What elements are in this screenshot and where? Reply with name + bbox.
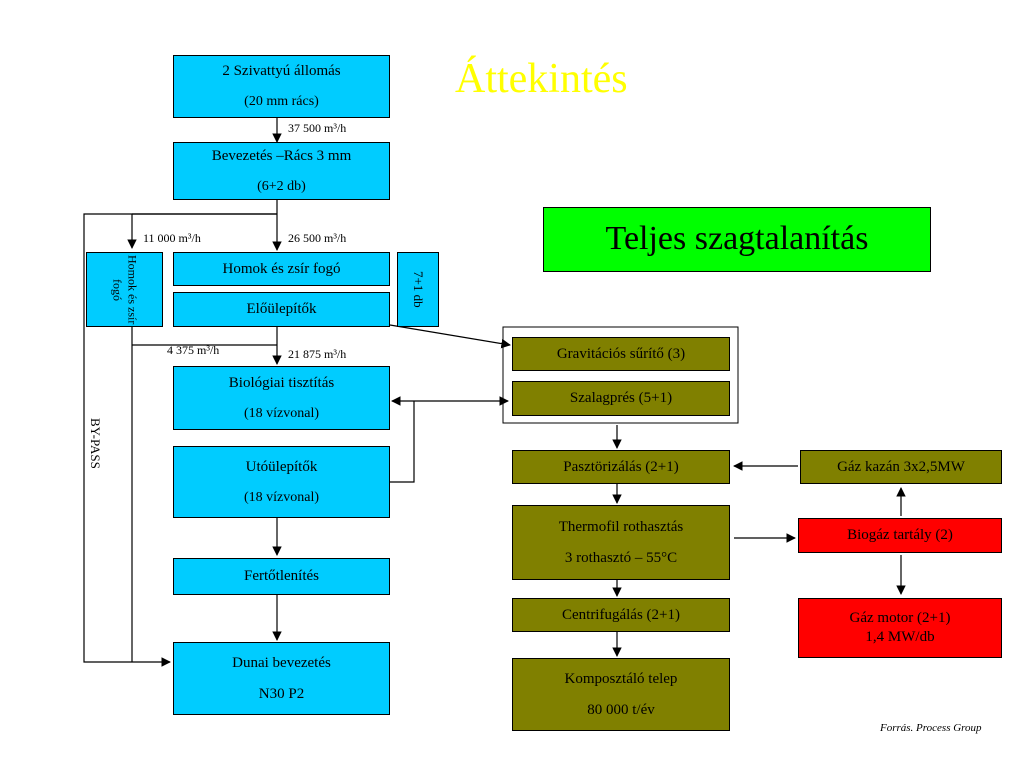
side-grit-trap-box: Homok és zsír fogó [86,252,163,327]
flow-label-side-return: 4 375 m³/h [167,343,220,357]
gravity-thickener-label: Gravitációs sűrítő (3) [556,345,686,362]
belt-press-box: Szalagprés (5+1) [512,381,730,416]
pump-station-label: 2 Szivattyú állomás [222,63,341,80]
thermophilic-digestion-label: Thermofil rothasztás [558,518,684,535]
arrow-to-thickener [389,324,511,349]
flow-label-to-bio: 21 875 m³/h [288,347,347,361]
secondary-settler-label: Utóülepítők [245,458,318,475]
gas-boiler-label: Gáz kazán 3x2,5MW [837,458,965,475]
thickening-group-frame [502,326,739,424]
centrifuge-label: Centrifugálás (2+1) [561,606,680,623]
composting-label: Komposztáló telep [564,670,678,687]
grit-trap-box: Homok és zsír fogó [173,252,390,286]
biogas-tank-box: Biogáz tartály (2) [798,518,1002,553]
danube-outfall-box: Dunai bevezetés N30 P2 [173,642,390,715]
danube-outfall-label: Dunai bevezetés [232,654,331,671]
flow-label-inlet: 37 500 m³/h [288,121,347,135]
secondary-settler-detail: (18 vízvonal) [243,489,320,505]
centrifuge-box: Centrifugálás (2+1) [512,598,730,632]
composting-box: Komposztáló telep 80 000 t/év [512,658,730,731]
source-note: Forrás. Process Group [880,722,982,734]
disinfection-label: Fertőtlenítés [244,568,319,585]
gas-engine-detail: 1,4 MW/db [865,629,935,645]
page-title: Áttekintés [455,56,628,102]
secondary-settler-box: Utóülepítők (18 vízvonal) [173,446,390,518]
biological-treatment-box: Biológiai tisztítás (18 vízvonal) [173,366,390,430]
pasteurization-label: Pasztörizálás (2+1) [563,458,679,475]
danube-outfall-detail: N30 P2 [258,685,305,702]
intake-screen-box: Bevezetés –Rács 3 mm (6+2 db) [173,142,390,200]
flow-label-main-branch: 26 500 m³/h [288,231,347,245]
grit-trap-label: Homok és zsír fogó [222,260,341,277]
pasteurization-box: Pasztörizálás (2+1) [512,450,730,484]
gas-boiler-box: Gáz kazán 3x2,5MW [800,450,1002,484]
side-grit-trap-label: Homok és zsír fogó [110,254,140,325]
biogas-tank-label: Biogáz tartály (2) [847,527,953,544]
bypass-label: BY-PASS [88,418,103,469]
primary-settler-box: Előülepítők [173,292,390,327]
flow-label-bypass-branch: 11 000 m³/h [143,231,201,245]
grit-trap-count-label: 7+1 db [411,271,427,308]
grit-trap-count-box: 7+1 db [397,252,439,327]
pump-station-box: 2 Szivattyú állomás (20 mm rács) [173,55,390,118]
biological-treatment-label: Biológiai tisztítás [228,374,335,391]
biological-treatment-detail: (18 vízvonal) [243,405,320,421]
composting-detail: 80 000 t/év [587,701,655,718]
pump-station-detail: (20 mm rács) [244,94,319,110]
gravity-thickener-box: Gravitációs sűrítő (3) [512,337,730,371]
intake-screen-detail: (6+2 db) [257,178,306,194]
gas-engine-label: Gáz motor (2+1) [849,610,951,627]
intake-screen-label: Bevezetés –Rács 3 mm [211,147,352,164]
primary-settler-label: Előülepítők [246,301,317,318]
disinfection-box: Fertőtlenítés [173,558,390,595]
belt-press-label: Szalagprés (5+1) [569,390,673,407]
deodorization-badge: Teljes szagtalanítás [543,207,931,272]
line-bypass [83,213,277,663]
thermophilic-digestion-detail: 3 rothasztó – 55°C [564,549,678,566]
gas-engine-box: Gáz motor (2+1) 1,4 MW/db [798,598,1002,658]
thermophilic-digestion-box: Thermofil rothasztás 3 rothasztó – 55°C [512,505,730,580]
line-return-sludge [390,401,415,483]
deodorization-badge-label: Teljes szagtalanítás [605,220,869,258]
